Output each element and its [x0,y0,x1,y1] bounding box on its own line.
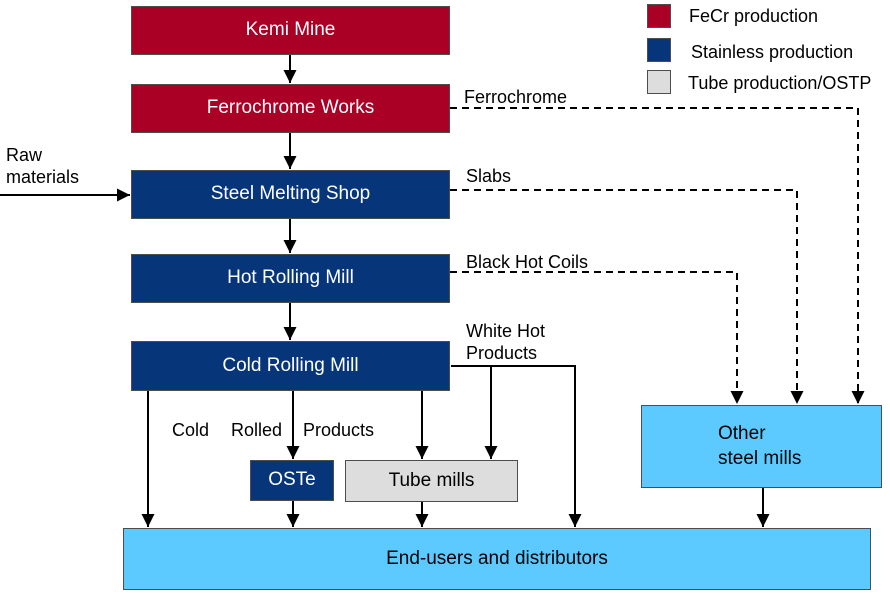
end-users-label: End-users and distributors [386,547,608,569]
ferrochrome-works-box: Ferrochrome Works [131,84,450,133]
raw-materials-label: Raw materials [6,144,79,188]
kemi-mine-label: Kemi Mine [245,19,336,41]
raw-materials-line2: materials [6,167,80,187]
kemi-mine-box: Kemi Mine [131,6,450,55]
dashed-arrow-ferrochrome [450,107,865,404]
steel-melting-shop-box: Steel Melting Shop [131,170,450,219]
legend-label-stainless: Stainless production [691,42,854,62]
legend-label-fecr: FeCr production [689,6,819,26]
slabs-flow-label: Slabs [466,166,512,186]
white-hot-line2: Products [466,343,538,363]
rolled-flow-label: Rolled [231,420,283,440]
oste-box: OSTe [250,460,334,501]
cold-flow-label: Cold [172,420,210,440]
other-steel-mills-label-line1: Other [718,422,766,444]
ferrochrome-works-label: Ferrochrome Works [206,97,375,119]
legend-swatch-fecr [647,4,671,28]
ferrochrome-flow-label: Ferrochrome [464,87,568,107]
dashed-arrow-slabs [450,189,804,404]
other-steel-mills-label-line2: steel mills [718,447,802,469]
legend-label-tube: Tube production/OSTP [688,73,872,93]
other-steel-mills-box: Other steel mills [641,405,882,488]
raw-materials-line1: Raw [6,145,43,165]
legend-swatch-stainless [647,38,671,62]
hot-rolling-mill-label: Hot Rolling Mill [227,267,354,289]
tube-mills-label: Tube mills [388,469,475,491]
white-hot-products-flow-label: White Hot Products [466,320,545,364]
dashed-arrow-black-hot-coils [450,271,744,404]
oste-label: OSTe [268,469,316,491]
hot-rolling-mill-box: Hot Rolling Mill [131,254,450,303]
black-hot-coils-flow-label: Black Hot Coils [466,252,589,272]
tube-mills-box: Tube mills [345,460,518,502]
cold-rolling-mill-box: Cold Rolling Mill [131,341,450,391]
cold-rolling-mill-label: Cold Rolling Mill [222,354,359,376]
steel-melting-shop-label: Steel Melting Shop [210,183,371,205]
end-users-box: End-users and distributors [123,528,871,590]
white-hot-line1: White Hot [466,321,546,341]
legend-swatch-tube [647,70,671,94]
products-flow-label: Products [303,420,375,440]
arrow-white-hot-to-end-users [451,365,582,527]
